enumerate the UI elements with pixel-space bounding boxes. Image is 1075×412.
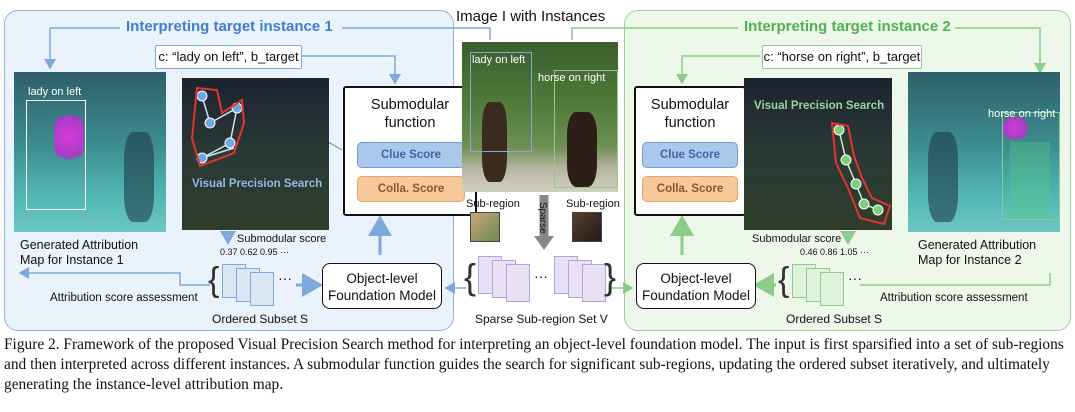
center-label-left: lady on left (472, 54, 526, 66)
right-panel-title: Interpreting target instance 2 (744, 18, 951, 35)
left-scores: 0.37 0.62 0.95 ··· (220, 247, 290, 257)
subset-tile (250, 272, 274, 306)
heat-region (1010, 142, 1050, 220)
right-submodular-box: Submodular function Clue Score Colla. Sc… (634, 86, 746, 216)
left-condition: c: “lady on left”, b_target (155, 45, 302, 69)
right-vps-image: Visual Precision Search (744, 78, 892, 230)
search-path (190, 86, 246, 168)
ellipsis: ··· (848, 270, 862, 286)
sparse-label: Sparse (537, 202, 548, 234)
left-attribution-map: lady on left (14, 72, 166, 232)
left-foundation-model: Object-level Foundation Model (322, 263, 442, 309)
colla-score-pill: Colla. Score (357, 176, 465, 202)
search-path (830, 121, 892, 226)
left-vps-image: Visual Precision Search (182, 78, 329, 230)
left-vps-label: Visual Precision Search (192, 178, 323, 190)
target-bbox (26, 100, 86, 210)
brace-left: { (778, 261, 790, 299)
right-condition: c: “horse on right”, b_target (762, 45, 922, 69)
left-panel-title: Interpreting target instance 1 (126, 18, 333, 35)
foundation-line-1: Object-level (660, 271, 732, 286)
foundation-line-1: Object-level (346, 271, 418, 286)
horse-silhouette (124, 132, 154, 222)
subregion-label-right: Sub-region (566, 198, 620, 210)
horse-right (567, 112, 597, 187)
clue-score-pill: Clue Score (642, 142, 738, 168)
subregion-label-left: Sub-region (466, 198, 520, 210)
horse-left (482, 102, 507, 182)
left-ordered-subset: { ··· (208, 258, 298, 308)
left-generated-caption-2: Map for Instance 1 (20, 253, 124, 267)
subset-tile (820, 272, 844, 306)
brace-center-left: { (464, 256, 477, 297)
right-foundation-model: Object-level Foundation Model (636, 263, 756, 309)
clue-score-pill: Clue Score (357, 142, 465, 168)
right-ordered-subset-label: Ordered Subset S (786, 312, 883, 326)
submodular-title-1: Submodular (650, 97, 730, 113)
center-set-label: Sparse Sub-region Set V (475, 312, 608, 326)
left-ordered-subset-label: Ordered Subset S (212, 312, 309, 326)
brace-left: { (208, 261, 220, 299)
left-submodular-box: Submodular function Clue Score Colla. Sc… (343, 86, 477, 216)
center-bbox-right (554, 70, 618, 188)
left-submodular-score-label: Submodular score (237, 233, 327, 245)
right-generated-caption-1: Generated Attribution (918, 238, 1037, 252)
center-subregion-set: { ··· } (464, 252, 617, 308)
center-title: Image I with Instances (456, 8, 606, 25)
colla-score-pill: Colla. Score (642, 176, 738, 202)
set-tile (582, 264, 606, 302)
submodular-title-2: function (664, 115, 716, 131)
submodular-title-1: Submodular (370, 97, 450, 113)
heat-spot (54, 107, 84, 167)
right-ordered-subset: { ··· (778, 258, 868, 308)
center-image: lady on left horse on right (462, 42, 618, 192)
figure-caption: Figure 2. Framework of the proposed Visu… (4, 336, 1064, 393)
right-submodular-score-label: Submodular score (752, 233, 842, 245)
brace-center-right: } (604, 256, 617, 297)
left-assessment: Attribution score assessment (50, 292, 198, 304)
bbox-label: horse on right (988, 108, 1056, 120)
ellipsis: ··· (534, 268, 548, 284)
set-tile (506, 264, 530, 302)
right-attribution-map: horse on right (908, 72, 1060, 232)
ellipsis: ··· (278, 270, 292, 286)
heat-spot (1000, 117, 1030, 139)
center-bbox-left (470, 52, 532, 152)
foundation-line-2: Foundation Model (641, 288, 751, 303)
center-label-right: horse on right (538, 72, 606, 84)
horse-silhouette (928, 132, 958, 222)
right-assessment: Attribution score assessment (880, 292, 1028, 304)
right-generated-caption-2: Map for Instance 2 (918, 253, 1022, 267)
foundation-line-2: Foundation Model (327, 288, 437, 303)
subregion-thumb-left (470, 212, 500, 242)
target-bbox (1002, 112, 1060, 220)
right-vps-label: Visual Precision Search (754, 100, 885, 112)
right-scores: 0.46 0.86 1.05 ··· (800, 247, 870, 257)
subregion-thumb-right (572, 212, 602, 242)
left-generated-caption-1: Generated Attribution (20, 238, 139, 252)
bbox-label: lady on left (28, 86, 82, 98)
submodular-title-2: function (384, 115, 436, 131)
